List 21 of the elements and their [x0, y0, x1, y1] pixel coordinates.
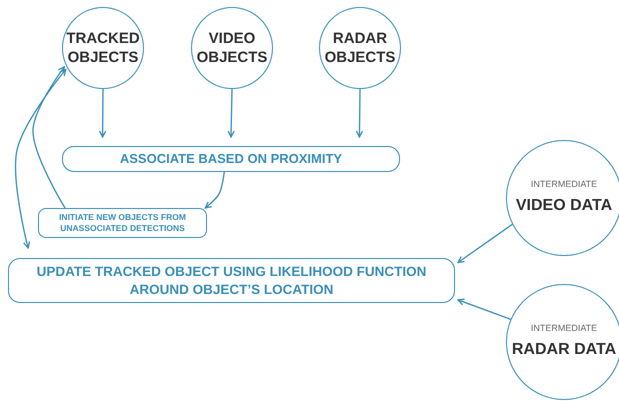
arrow	[14, 68, 66, 249]
arrow	[457, 298, 511, 320]
node-subtitle: INTERMEDIATE	[530, 178, 598, 190]
node-subtitle: INTERMEDIATE	[530, 322, 598, 334]
step-text: UPDATE TRACKED OBJECT USING LIKELIHOOD FUNCTION AROUND OBJECT’S LOCATION	[36, 262, 428, 298]
node-title: RADAR OBJECTS	[324, 28, 396, 68]
arrow	[32, 66, 66, 208]
arrow	[356, 89, 364, 138]
process-box	[62, 146, 400, 172]
step-text: ASSOCIATE BASED ON PROXIMITY	[120, 150, 342, 168]
arrow	[98, 89, 106, 138]
arrow	[204, 172, 225, 209]
node-title: RADAR DATA	[512, 340, 616, 360]
arrow	[227, 88, 235, 138]
node-title: TRACKED OBJECTS	[66, 28, 140, 68]
process-box	[8, 258, 455, 303]
step-text: INITIATE NEW OBJECTS FROM UNASSOCIATED DETECTIONS	[58, 212, 187, 234]
process-box	[38, 208, 207, 238]
node-title: VIDEO DATA	[516, 196, 612, 216]
arrow	[457, 224, 513, 264]
node-title: VIDEO OBJECTS	[196, 28, 268, 68]
